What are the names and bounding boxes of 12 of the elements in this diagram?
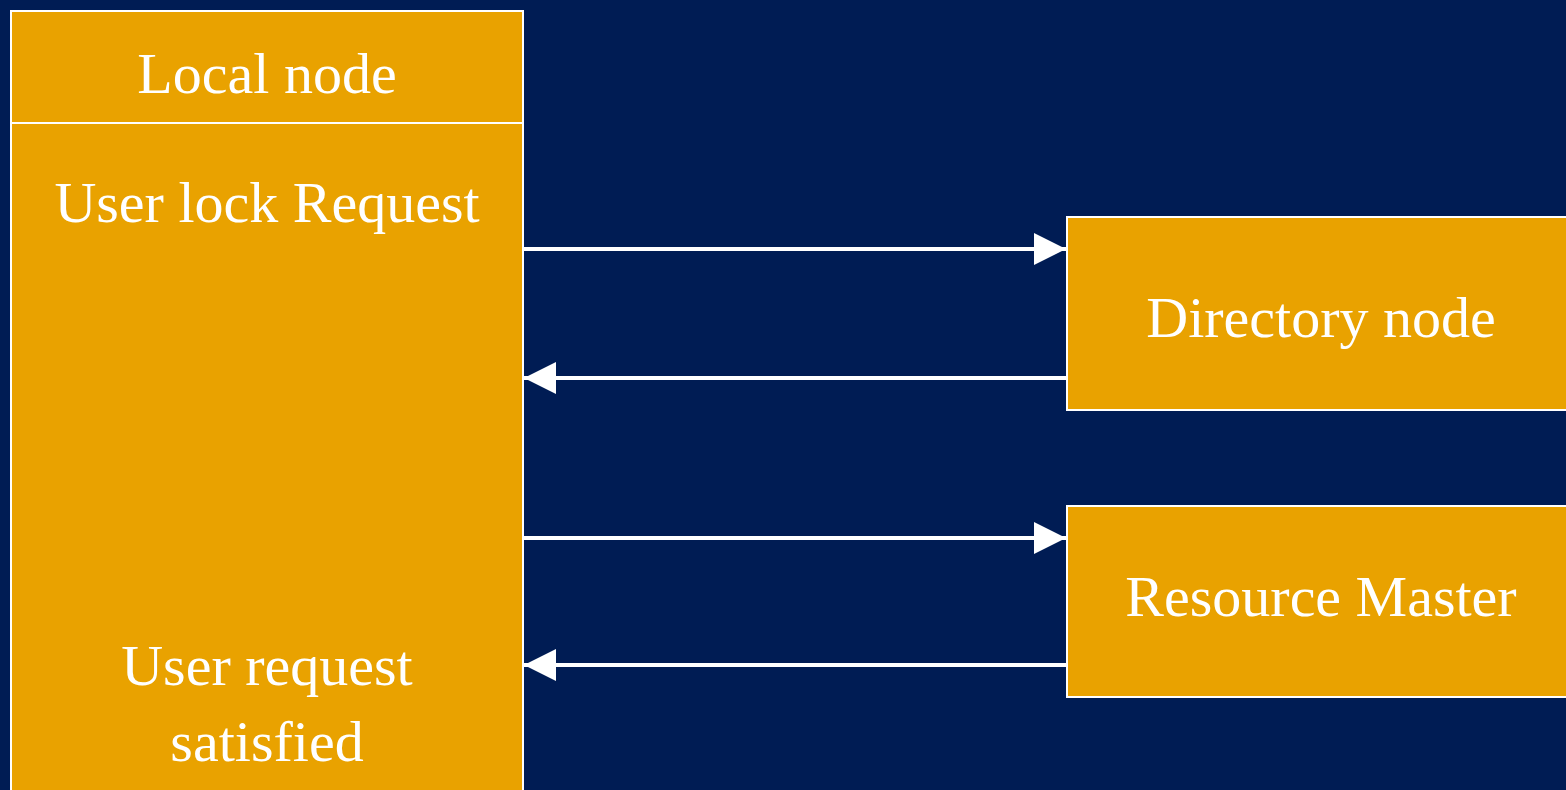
node-heading: Local node — [136, 40, 398, 108]
arrow — [524, 233, 1066, 265]
node-text: User request satisfied — [120, 632, 414, 776]
panel — [10, 10, 524, 790]
process-box — [1066, 216, 1566, 411]
node-title: Directory node — [1145, 284, 1497, 352]
process-box — [1066, 505, 1566, 698]
arrow — [524, 362, 1066, 394]
arrow — [524, 649, 1066, 681]
node-text: User lock Request — [53, 169, 481, 237]
node-title: Resource Master — [1124, 563, 1518, 631]
arrow — [524, 522, 1066, 554]
